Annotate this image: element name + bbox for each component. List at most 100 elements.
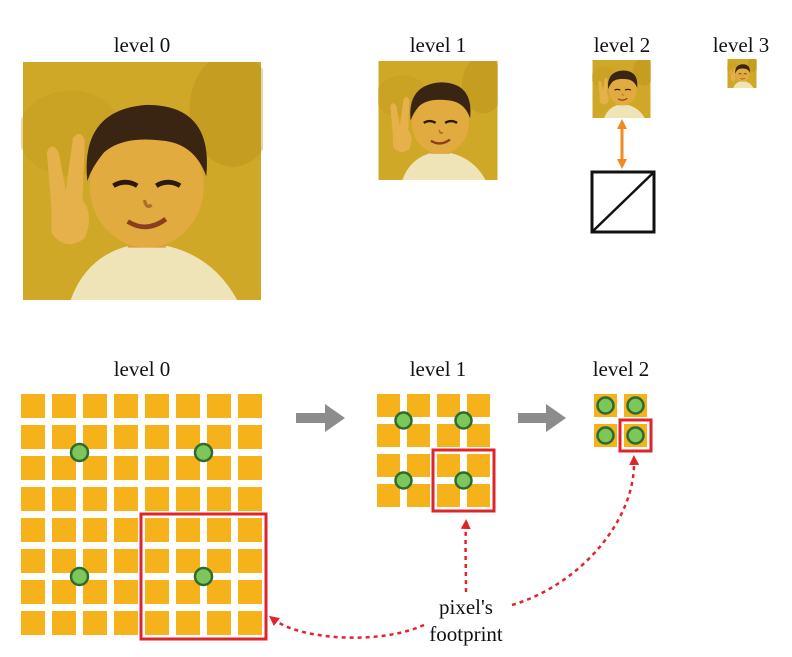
texel-tile bbox=[377, 454, 400, 477]
sample-point bbox=[626, 396, 645, 415]
texel-tile bbox=[467, 454, 490, 477]
texel-tile bbox=[238, 518, 262, 542]
grid-level-1 bbox=[377, 394, 496, 513]
texel-tile bbox=[21, 394, 45, 418]
gray-arrow-right-icon bbox=[296, 404, 345, 432]
grid-level-2 bbox=[594, 394, 653, 453]
texel-tile bbox=[52, 425, 76, 449]
texel-tile bbox=[145, 425, 169, 449]
photo-level-3 bbox=[727, 59, 757, 88]
footprint-label-line2: footprint bbox=[429, 622, 503, 646]
pixel-footprint-box bbox=[431, 448, 496, 513]
photo-level-0 bbox=[18, 52, 275, 300]
footprint-label-line1: pixel's bbox=[439, 595, 493, 619]
texel-tile bbox=[207, 611, 231, 635]
texel-tile bbox=[238, 425, 262, 449]
sample-point bbox=[626, 426, 645, 445]
sample-point bbox=[69, 442, 90, 463]
texel-tile bbox=[145, 580, 169, 604]
texel-tile bbox=[467, 394, 490, 417]
sample-point bbox=[596, 426, 615, 445]
texel-tile bbox=[467, 424, 490, 447]
texel-tile bbox=[238, 580, 262, 604]
photo-level-2 bbox=[592, 60, 651, 118]
texel-tile bbox=[207, 425, 231, 449]
texel-tile bbox=[207, 549, 231, 573]
texel-tile bbox=[52, 611, 76, 635]
gray-arrow-right-icon bbox=[518, 404, 566, 432]
texel-tile bbox=[21, 549, 45, 573]
texel-tile bbox=[176, 456, 200, 480]
texel-tile bbox=[21, 580, 45, 604]
texel-tile bbox=[83, 549, 107, 573]
texel-tile bbox=[52, 549, 76, 573]
texel-tile bbox=[83, 611, 107, 635]
texel-tile bbox=[207, 394, 231, 418]
texel-tile bbox=[21, 611, 45, 635]
texel-tile bbox=[407, 424, 430, 447]
texel-tile bbox=[114, 580, 138, 604]
texel-tile bbox=[207, 487, 231, 511]
texel-tile bbox=[377, 424, 400, 447]
texel-tile bbox=[407, 484, 430, 507]
dashed-curved-arrow-to-level0 bbox=[269, 615, 425, 639]
grid-level-0 bbox=[21, 394, 268, 641]
texel-tile bbox=[83, 394, 107, 418]
texel-tile bbox=[207, 456, 231, 480]
sample-point bbox=[193, 442, 214, 463]
sample-point bbox=[596, 396, 615, 415]
texel-tile bbox=[176, 611, 200, 635]
texel-tile bbox=[114, 425, 138, 449]
texel-tile bbox=[176, 487, 200, 511]
texel-tile bbox=[377, 394, 400, 417]
texel-tile bbox=[21, 425, 45, 449]
texel-tile bbox=[52, 518, 76, 542]
texel-tile bbox=[83, 518, 107, 542]
texel-tile bbox=[52, 456, 76, 480]
sample-point bbox=[454, 411, 473, 430]
photo-level-1 bbox=[378, 61, 498, 180]
texel-tile bbox=[377, 484, 400, 507]
texel-tile bbox=[145, 487, 169, 511]
texel-tile bbox=[238, 611, 262, 635]
texel-tile bbox=[145, 394, 169, 418]
texel-tile bbox=[238, 487, 262, 511]
sample-point bbox=[394, 411, 413, 430]
texel-tile bbox=[83, 580, 107, 604]
texel-tile bbox=[207, 518, 231, 542]
pyramid-label-1: level 1 bbox=[410, 33, 467, 57]
sample-point bbox=[454, 471, 473, 490]
texel-tile bbox=[176, 549, 200, 573]
texel-tile bbox=[407, 454, 430, 477]
texel-tile bbox=[114, 518, 138, 542]
texel-tile bbox=[21, 487, 45, 511]
texel-tile bbox=[145, 611, 169, 635]
texel-tile bbox=[176, 518, 200, 542]
texel-tile bbox=[145, 518, 169, 542]
texel-tile bbox=[114, 456, 138, 480]
pixel-footprint-box bbox=[139, 512, 268, 641]
texel-box bbox=[590, 170, 656, 234]
texel-tile bbox=[114, 549, 138, 573]
texel-tile bbox=[21, 456, 45, 480]
texel-tile bbox=[176, 425, 200, 449]
texel-tile bbox=[238, 456, 262, 480]
texel-tile bbox=[114, 394, 138, 418]
texel-tile bbox=[437, 454, 460, 477]
texel-tile bbox=[176, 394, 200, 418]
texel-tile bbox=[437, 394, 460, 417]
texel-tile bbox=[238, 549, 262, 573]
texel-tile bbox=[114, 487, 138, 511]
texel-tile bbox=[52, 394, 76, 418]
texel-tile bbox=[238, 394, 262, 418]
texel-tile bbox=[83, 456, 107, 480]
texel-tile bbox=[52, 580, 76, 604]
texel-tile bbox=[407, 394, 430, 417]
texel-tile bbox=[467, 484, 490, 507]
texel-tile bbox=[83, 487, 107, 511]
sample-point bbox=[394, 471, 413, 490]
pixel-footprint-box bbox=[618, 418, 653, 453]
pyramid-label-2: level 2 bbox=[594, 33, 651, 57]
grid-label-1: level 1 bbox=[410, 357, 467, 381]
